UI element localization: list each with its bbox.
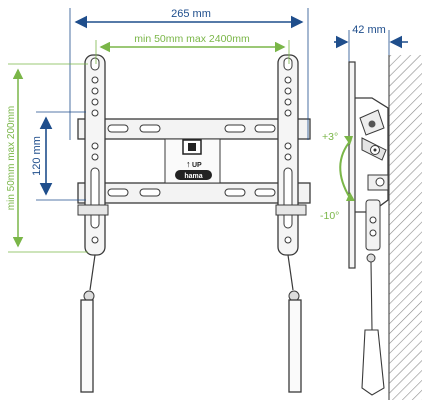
width-dimension: 265 mm xyxy=(69,8,309,140)
tilt-mechanism xyxy=(355,97,389,263)
horizontal-rail-top xyxy=(77,118,311,140)
horizontal-rail-bottom xyxy=(77,182,311,204)
vertical-arm-right xyxy=(275,54,307,393)
up-label: UP xyxy=(192,162,202,169)
horizontal-range-dimension: min 50mm max 2400mm xyxy=(95,33,290,64)
tilt-arc: +3° -10° xyxy=(320,131,355,222)
horizontal-range-label: min 50mm max 2400mm xyxy=(134,33,250,45)
width-label: 265 mm xyxy=(171,8,211,20)
vertical-range-label: min 50mm max 200mm xyxy=(6,106,17,210)
depth-dimension: 42 mm xyxy=(334,24,408,68)
safety-cord xyxy=(361,261,385,396)
front-view: ↑ UP hama xyxy=(6,8,311,393)
depth-label: 42 mm xyxy=(352,24,386,36)
vertical-arm-left xyxy=(77,54,109,393)
brand-logo: hama xyxy=(184,173,202,180)
hole-spacing-label: 120 mm xyxy=(31,136,43,176)
up-arrow-icon: ↑ xyxy=(186,159,191,169)
wall xyxy=(388,55,422,400)
side-view: 42 mm +3° -10° xyxy=(320,24,422,400)
hole-spacing-dimension: 120 mm xyxy=(31,111,86,201)
vertical-range-dimension: min 50mm max 200mm xyxy=(6,63,88,253)
tilt-down-label: -10° xyxy=(320,210,339,222)
tilt-up-label: +3° xyxy=(322,131,338,143)
tv-plate-side xyxy=(348,61,356,269)
center-plate: ↑ UP hama xyxy=(164,138,221,184)
